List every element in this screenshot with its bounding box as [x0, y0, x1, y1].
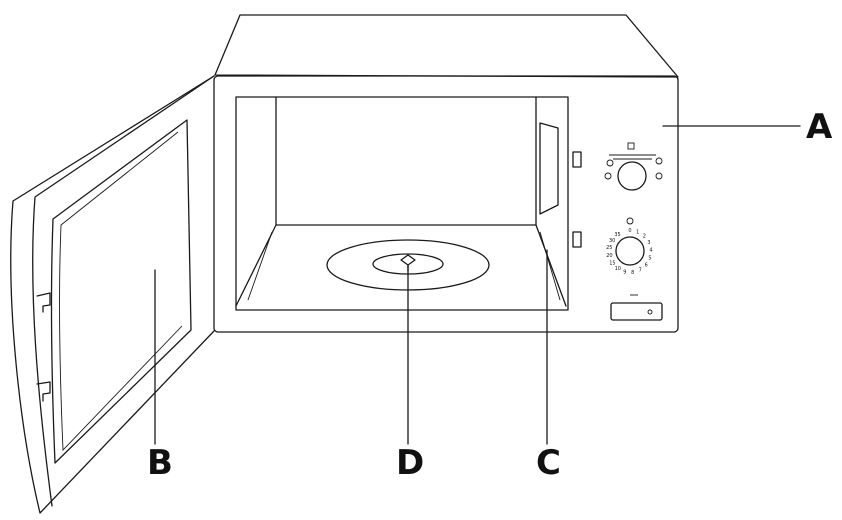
- timer-mark-label: 25: [606, 245, 612, 251]
- timer-mark-label: 9: [623, 269, 626, 275]
- timer-mark-label: 20: [606, 253, 612, 259]
- oven-cavity: [235, 96, 569, 311]
- door-release[interactable]: [610, 294, 663, 321]
- door-latch-upper: [36, 292, 51, 313]
- power-level-icon: [655, 157, 663, 165]
- cavity-opening: [235, 96, 569, 311]
- door-window: [50, 119, 192, 464]
- callout-a: A: [806, 107, 833, 147]
- callout-b: B: [147, 443, 173, 483]
- timer-mark-label: 30: [609, 238, 615, 244]
- cabinet-top: [214, 14, 679, 78]
- door: [10, 75, 215, 514]
- door-inner-edge: [32, 75, 215, 507]
- timer-mark-label: 2: [643, 234, 646, 240]
- timer-mark-label: 0: [628, 228, 631, 234]
- timer-mark-label: 35: [614, 232, 620, 238]
- timer-mark-label: 5: [648, 255, 651, 261]
- timer-mark-label: 1: [636, 230, 639, 236]
- power-level-icon: [655, 172, 663, 180]
- safety-lock-slot-lower: [572, 231, 582, 248]
- timer-mark-label: 3: [647, 240, 650, 246]
- cabinet-front: [213, 75, 679, 333]
- timer-mark-label: 8: [631, 270, 634, 276]
- timer-mark-label: 4: [649, 248, 652, 254]
- waveguide-cover: [539, 122, 559, 215]
- callout-c: C: [536, 443, 561, 483]
- power-level-icon: [606, 159, 614, 167]
- power-level-knob[interactable]: [617, 161, 647, 191]
- timer-knob[interactable]: [615, 236, 645, 266]
- door-outer-edge: [10, 75, 215, 514]
- timer-mark-label: 15: [609, 260, 615, 266]
- timer-mark-label: 10: [615, 266, 621, 272]
- door-latch-lower: [36, 381, 51, 402]
- timer-mark-label: 6: [645, 262, 648, 268]
- clock-icon: [626, 217, 634, 225]
- callout-d: D: [396, 443, 424, 483]
- cavity-back-wall: [275, 96, 537, 226]
- door-release-button[interactable]: [610, 302, 663, 321]
- timer-mark-label: 7: [639, 267, 642, 273]
- power-level-dial[interactable]: [604, 142, 663, 191]
- power-level-icon: [604, 172, 612, 180]
- safety-lock-slot-upper: [572, 151, 582, 168]
